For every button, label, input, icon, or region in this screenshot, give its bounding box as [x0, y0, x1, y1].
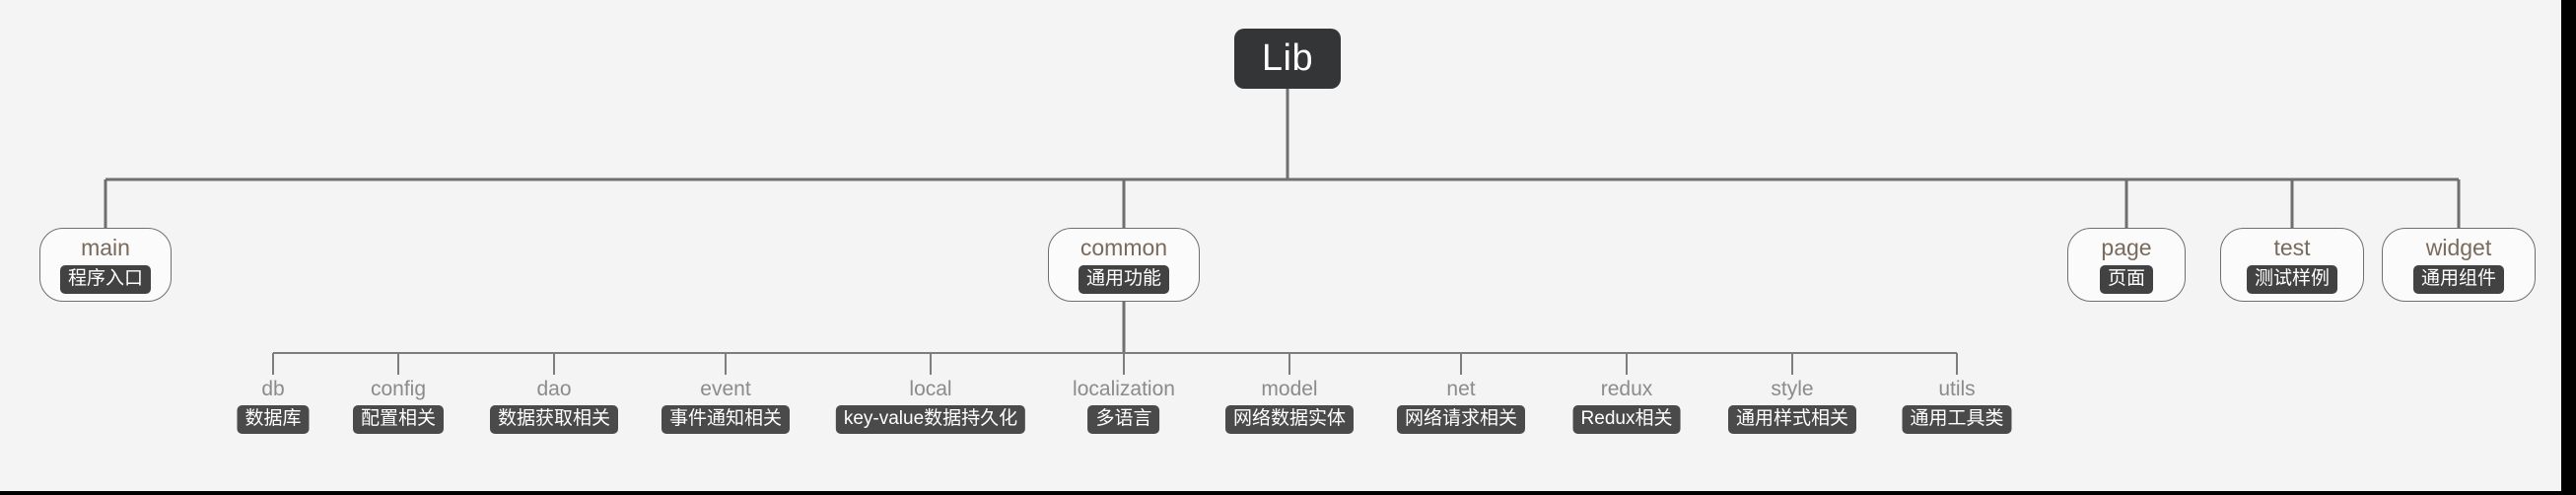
node-common[interactable]: common 通用功能: [1048, 228, 1200, 302]
node-utils-badge: 通用工具类: [1902, 405, 2012, 434]
node-widget-label: widget: [2425, 234, 2492, 260]
node-model-label: model: [1261, 378, 1318, 400]
node-utils-label: utils: [1938, 378, 1976, 400]
node-main-badge: 程序入口: [59, 264, 151, 294]
node-common-label: common: [1079, 234, 1168, 260]
node-main-label: main: [81, 234, 130, 260]
node-dao-label: dao: [536, 378, 572, 400]
node-db-badge: 数据库: [237, 405, 310, 434]
node-net-label: net: [1446, 378, 1476, 400]
node-page[interactable]: page 页面: [2067, 228, 2186, 302]
node-localization[interactable]: localization 多语言: [1073, 377, 1175, 434]
node-style-label: style: [1771, 378, 1814, 400]
node-dao-badge: 数据获取相关: [489, 405, 619, 434]
node-widget-badge: 通用组件: [2412, 264, 2504, 294]
node-utils[interactable]: utils 通用工具类: [1902, 377, 2012, 434]
node-test-label: test: [2273, 234, 2311, 260]
node-db[interactable]: db 数据库: [237, 377, 310, 434]
frame-band-bottom: [0, 491, 2576, 495]
node-localization-badge: 多语言: [1087, 405, 1160, 434]
node-config-badge: 配置相关: [352, 405, 445, 434]
node-widget[interactable]: widget 通用组件: [2382, 228, 2536, 302]
node-root-label: Lib: [1261, 37, 1314, 79]
node-config[interactable]: config 配置相关: [352, 377, 445, 434]
node-local-badge: key-value数据持久化: [835, 405, 1026, 434]
node-event-badge: 事件通知相关: [661, 405, 791, 434]
node-model-badge: 网络数据实体: [1224, 405, 1355, 434]
node-test-badge: 测试样例: [2246, 264, 2337, 294]
node-redux-badge: Redux相关: [1572, 405, 1681, 434]
node-event-label: event: [700, 378, 751, 400]
node-event[interactable]: event 事件通知相关: [661, 377, 791, 434]
node-model[interactable]: model 网络数据实体: [1224, 377, 1355, 434]
node-test[interactable]: test 测试样例: [2220, 228, 2364, 302]
node-style[interactable]: style 通用样式相关: [1727, 377, 1857, 434]
node-dao[interactable]: dao 数据获取相关: [489, 377, 619, 434]
node-main[interactable]: main 程序入口: [39, 228, 172, 302]
node-net[interactable]: net 网络请求相关: [1396, 377, 1526, 434]
node-db-label: db: [261, 378, 285, 400]
node-net-badge: 网络请求相关: [1396, 405, 1526, 434]
node-config-label: config: [370, 378, 427, 400]
node-root-lib[interactable]: Lib: [1234, 29, 1341, 89]
node-local[interactable]: local key-value数据持久化: [835, 377, 1026, 434]
node-redux[interactable]: redux Redux相关: [1572, 377, 1681, 434]
node-page-badge: 页面: [2099, 264, 2153, 294]
node-local-label: local: [909, 378, 952, 400]
node-common-badge: 通用功能: [1078, 264, 1169, 294]
node-localization-label: localization: [1073, 378, 1175, 400]
node-style-badge: 通用样式相关: [1727, 405, 1857, 434]
frame-band-right: [2561, 0, 2576, 495]
node-redux-label: redux: [1600, 378, 1653, 400]
node-page-label: page: [2101, 234, 2152, 260]
